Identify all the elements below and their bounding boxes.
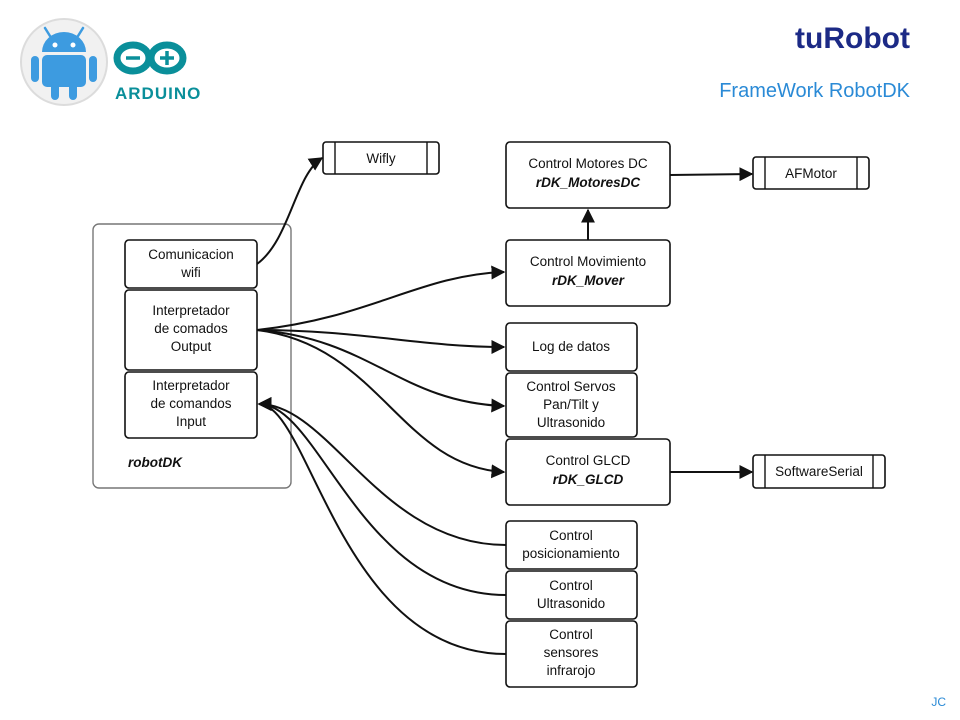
module-interpretador-input: Interpretador de comandos Input <box>124 371 258 439</box>
module-label: posicionamiento <box>522 546 620 561</box>
module-label: Control Movimiento <box>530 254 646 269</box>
module-control-glcd: Control GLCD rDK_GLCD <box>505 438 671 506</box>
library-afmotor: AFMotor <box>752 156 870 190</box>
module-label: Interpretador <box>152 303 230 318</box>
connector-output-to-log <box>256 329 506 354</box>
module-label: sensores <box>544 645 599 660</box>
connector-infrarojo-to-input <box>257 397 507 655</box>
connector-output-to-glcd <box>256 329 506 479</box>
connector-output-to-mover <box>256 265 506 331</box>
module-label: Control <box>549 627 593 642</box>
module-label: Comunicacion <box>148 247 234 262</box>
module-label: Control Servos <box>526 379 616 394</box>
android-robot-icon <box>20 18 108 106</box>
module-label: wifi <box>180 265 201 280</box>
module-control-servos: Control Servos Pan/Tilt y Ultrasonido <box>505 372 638 438</box>
module-label: infrarojo <box>547 663 596 678</box>
module-label: rDK_Mover <box>552 273 625 288</box>
module-label: rDK_GLCD <box>553 472 624 487</box>
library-label: AFMotor <box>785 166 837 181</box>
module-label: Ultrasonido <box>537 415 605 430</box>
module-label: Output <box>171 339 212 354</box>
module-label: Log de datos <box>532 339 610 354</box>
module-control-posicionamiento: Control posicionamiento <box>505 520 638 570</box>
arduino-wordmark: ARDUINO <box>115 84 201 103</box>
module-label: Control Motores DC <box>528 156 648 171</box>
module-log-de-datos: Log de datos <box>505 322 638 372</box>
module-control-movimiento: Control Movimiento rDK_Mover <box>505 239 671 307</box>
connector-ultrasonido-to-input <box>257 397 507 596</box>
module-label: Ultrasonido <box>537 596 605 611</box>
library-label: SoftwareSerial <box>775 464 863 479</box>
module-label: Control GLCD <box>546 453 631 468</box>
connector-wifi-to-wifly <box>256 157 324 265</box>
connector-output-to-servos <box>256 329 506 413</box>
module-control-motores-dc: Control Motores DC rDK_MotoresDC <box>505 141 671 209</box>
module-label: rDK_MotoresDC <box>536 175 641 190</box>
library-label: Wifly <box>366 151 395 166</box>
module-interpretador-output: Interpretador de comados Output <box>124 289 258 371</box>
connector-posicionamiento-to-input <box>257 397 507 546</box>
module-label: Interpretador <box>152 378 230 393</box>
module-label: de comados <box>154 321 228 336</box>
module-label: Control <box>549 528 593 543</box>
library-softwareserial: SoftwareSerial <box>752 454 886 489</box>
module-label: Input <box>176 414 206 429</box>
module-label: Pan/Tilt y <box>543 397 599 412</box>
connector-motores-to-afmotor <box>669 167 754 182</box>
arduino-logo: ARDUINO <box>113 41 201 103</box>
robotdk-label: robotDK <box>128 455 183 470</box>
library-wifly: Wifly <box>322 141 440 175</box>
module-comunicacion-wifi: Comunicacion wifi <box>124 239 258 289</box>
footer-initials: JC <box>931 695 946 709</box>
logos: ARDUINO <box>20 18 201 106</box>
page-title: tuRobot <box>795 22 910 55</box>
module-control-ultrasonido: Control Ultrasonido <box>505 570 638 620</box>
module-label: Control <box>549 578 593 593</box>
module-label: de comandos <box>150 396 231 411</box>
module-control-sensores-infrarojo: Control sensores infrarojo <box>505 620 638 688</box>
robotdk-container <box>92 223 292 489</box>
page-subtitle: FrameWork RobotDK <box>719 80 910 102</box>
